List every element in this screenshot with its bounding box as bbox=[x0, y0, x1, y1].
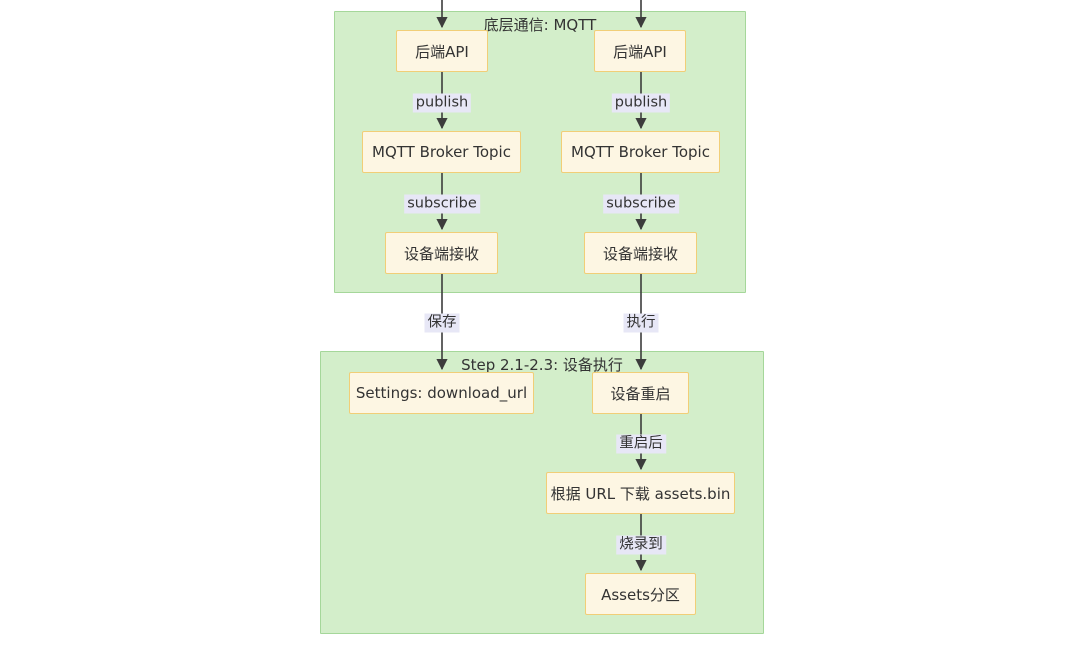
edge-label-subscribe-right: subscribe bbox=[603, 194, 679, 214]
edge-label-after-reboot: 重启后 bbox=[616, 434, 666, 454]
node-mqtt-broker-left: MQTT Broker Topic bbox=[362, 131, 521, 173]
node-download-assets: 根据 URL 下载 assets.bin bbox=[546, 472, 735, 514]
cluster-mqtt-title: 底层通信: MQTT bbox=[483, 16, 597, 34]
node-device-receive-left: 设备端接收 bbox=[385, 232, 498, 274]
edge-label-subscribe-left: subscribe bbox=[404, 194, 480, 214]
cluster-step-title: Step 2.1-2.3: 设备执行 bbox=[461, 356, 623, 374]
node-settings-download-url: Settings: download_url bbox=[349, 372, 534, 414]
edge-label-execute: 执行 bbox=[623, 313, 659, 333]
edge-label-publish-left: publish bbox=[412, 93, 472, 113]
edge-label-flash-to: 烧录到 bbox=[616, 535, 666, 555]
node-device-receive-right: 设备端接收 bbox=[584, 232, 697, 274]
node-device-reboot: 设备重启 bbox=[592, 372, 689, 414]
edge-label-publish-right: publish bbox=[611, 93, 671, 113]
node-backend-api-right: 后端API bbox=[594, 30, 686, 72]
node-backend-api-left: 后端API bbox=[396, 30, 488, 72]
edge-label-save: 保存 bbox=[424, 313, 460, 333]
node-mqtt-broker-right: MQTT Broker Topic bbox=[561, 131, 720, 173]
node-assets-partition: Assets分区 bbox=[585, 573, 696, 615]
